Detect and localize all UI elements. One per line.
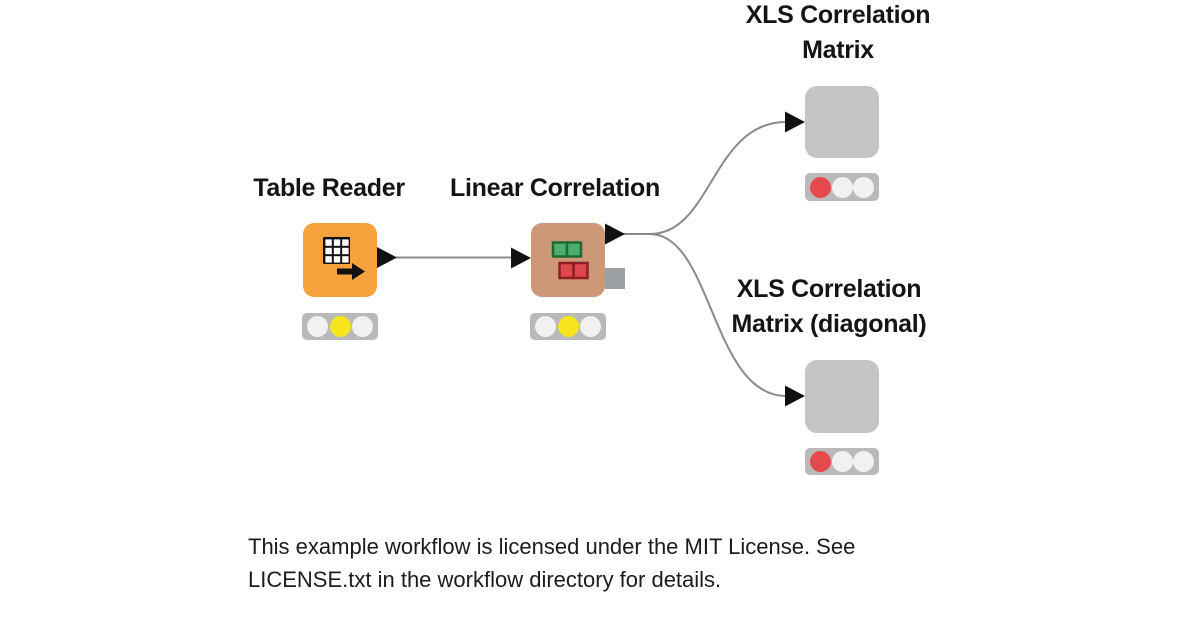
node-xls-correlation-matrix-diagonal[interactable] bbox=[805, 360, 879, 433]
output-port-linear-correlation[interactable] bbox=[605, 223, 625, 245]
status-light-red bbox=[535, 316, 556, 337]
node-label-line: Table Reader bbox=[253, 174, 405, 202]
status-light-yellow bbox=[557, 316, 579, 337]
node-label-line: XLS Correlation bbox=[736, 275, 922, 303]
node-label-line: XLS Correlation bbox=[745, 1, 931, 29]
traffic-light-xls-correlation-matrix bbox=[805, 173, 879, 201]
status-light-green bbox=[352, 316, 373, 337]
input-port-xls-matrix[interactable] bbox=[785, 111, 805, 133]
traffic-light-xls-correlation-matrix-diagonal bbox=[805, 448, 879, 475]
status-light-red bbox=[307, 316, 328, 337]
node-label-xls-correlation-matrix-diagonal[interactable]: XLS Correlation Matrix (diagonal) bbox=[689, 272, 969, 342]
node-label-line: Matrix bbox=[802, 36, 874, 64]
node-label-table-reader[interactable]: Table Reader bbox=[229, 171, 429, 206]
traffic-light-table-reader bbox=[302, 313, 378, 340]
status-light-red bbox=[810, 451, 831, 472]
node-label-line: Matrix (diagonal) bbox=[731, 310, 927, 338]
model-output-port-linear-correlation[interactable] bbox=[605, 268, 625, 289]
status-light-red bbox=[810, 176, 831, 198]
input-port-xls-matrix-diagonal[interactable] bbox=[785, 385, 805, 407]
status-light-yellow bbox=[831, 451, 853, 472]
node-label-line: Linear Correlation bbox=[450, 174, 660, 202]
license-line-2: LICENSE.txt in the workflow directory fo… bbox=[248, 567, 722, 592]
node-linear-correlation[interactable] bbox=[531, 223, 605, 297]
node-xls-correlation-matrix[interactable] bbox=[805, 86, 879, 158]
output-port-table-reader[interactable] bbox=[377, 247, 397, 268]
connection-linear-correlation-to-xls-matrix-diagonal[interactable] bbox=[623, 233, 787, 397]
connection-linear-correlation-to-xls-matrix[interactable] bbox=[623, 121, 787, 235]
status-light-yellow bbox=[329, 316, 351, 337]
node-label-xls-correlation-matrix[interactable]: XLS Correlation Matrix bbox=[698, 0, 978, 68]
license-annotation: This example workflow is licensed under … bbox=[248, 530, 928, 596]
input-port-linear-correlation[interactable] bbox=[511, 247, 531, 269]
license-line-1: This example workflow is licensed under … bbox=[248, 534, 856, 559]
status-light-green bbox=[853, 176, 874, 198]
traffic-light-linear-correlation bbox=[530, 313, 606, 340]
table-reader-icon bbox=[323, 237, 365, 280]
linear-correlation-icon bbox=[551, 241, 589, 280]
node-table-reader[interactable] bbox=[303, 223, 377, 297]
status-light-green bbox=[853, 451, 874, 472]
status-light-yellow bbox=[831, 176, 853, 198]
node-label-linear-correlation[interactable]: Linear Correlation bbox=[440, 171, 670, 206]
status-light-green bbox=[580, 316, 601, 337]
